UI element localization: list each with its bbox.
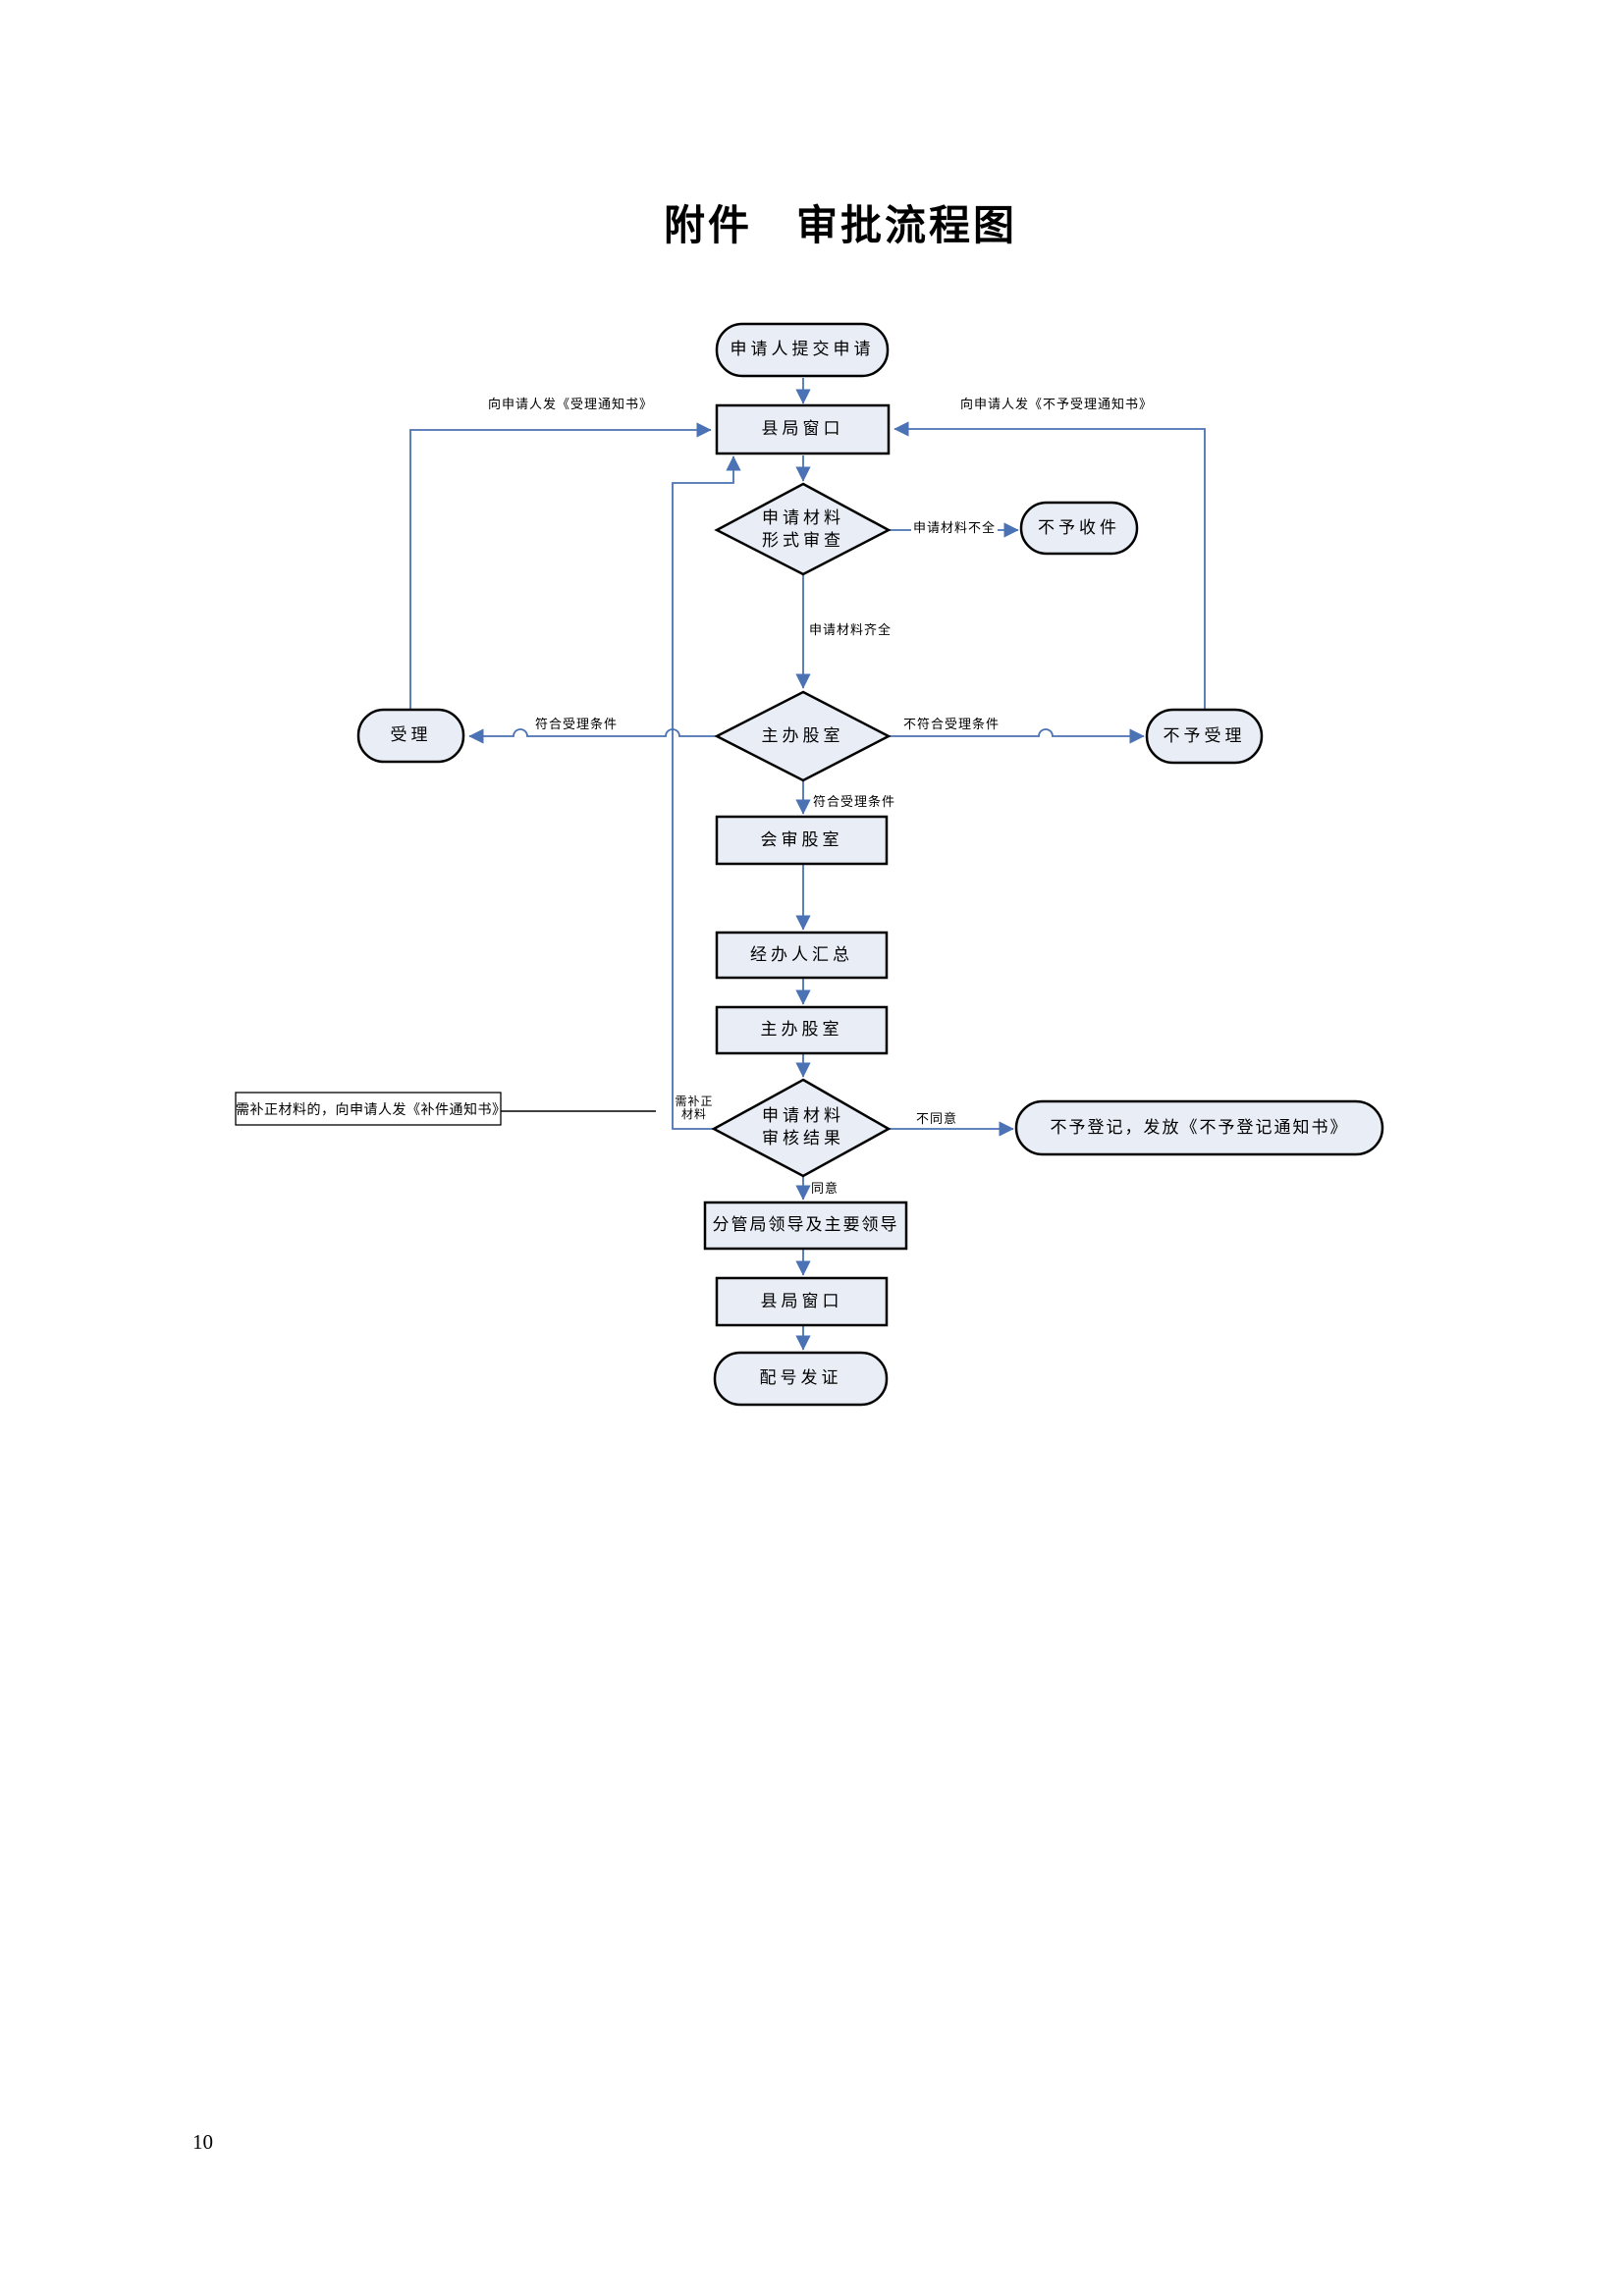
node-review-result-label: 申请材料 审核结果 bbox=[762, 1106, 844, 1148]
node-start bbox=[715, 322, 890, 378]
edge-check-to-accept bbox=[468, 728, 717, 744]
edge-noaccept-feedback bbox=[893, 421, 1206, 710]
node-issue-cert bbox=[713, 1351, 889, 1407]
edge-label-accept-notice: 向申请人发《受理通知书》 bbox=[488, 398, 654, 412]
node-accept-label: 受理 bbox=[390, 725, 432, 746]
edge-label-material-incomplete: 申请材料不全 bbox=[911, 521, 999, 537]
node-county-window-bottom bbox=[715, 1276, 889, 1327]
edge-supplement-feedback bbox=[672, 455, 741, 1130]
node-no-register-label: 不予登记，发放《不予登记通知书》 bbox=[1050, 1117, 1349, 1138]
page-title: 附件 审批流程图 bbox=[664, 201, 1018, 249]
edge-accept-feedback bbox=[409, 422, 712, 710]
node-accept bbox=[356, 708, 465, 764]
node-joint-review bbox=[715, 815, 889, 866]
node-main-office bbox=[715, 1005, 889, 1055]
node-county-window-bottom-label: 县局窗口 bbox=[760, 1291, 843, 1311]
node-no-receive-label: 不予收件 bbox=[1038, 517, 1120, 538]
node-county-window-top-label: 县局窗口 bbox=[761, 419, 844, 440]
node-joint-review-label: 会审股室 bbox=[760, 829, 843, 850]
node-main-office-label: 主办股室 bbox=[760, 1020, 843, 1041]
node-no-receive bbox=[1019, 501, 1139, 556]
edge-label-material-complete: 申请材料齐全 bbox=[807, 623, 894, 639]
node-leaders-label: 分管局领导及主要领导 bbox=[712, 1215, 899, 1236]
node-start-label: 申请人提交申请 bbox=[730, 340, 875, 360]
node-leaders bbox=[703, 1201, 908, 1251]
edge-label-meet-condition2: 符合受理条件 bbox=[813, 795, 896, 810]
node-handler-summary-label: 经办人汇总 bbox=[750, 944, 853, 965]
node-main-office-check bbox=[714, 690, 892, 782]
node-form-check bbox=[714, 482, 892, 576]
edge-label-meet-condition: 符合受理条件 bbox=[535, 718, 619, 732]
edge-label-reject-notice: 向申请人发《不予受理通知书》 bbox=[960, 398, 1154, 412]
node-supplement-note-box bbox=[235, 1092, 502, 1126]
node-no-accept-label: 不予受理 bbox=[1163, 725, 1246, 746]
node-issue-cert-label: 配号发证 bbox=[759, 1368, 842, 1389]
node-main-office-check-label: 主办股室 bbox=[761, 725, 844, 746]
edge-label-not-meet-condition: 不符合受理条件 bbox=[903, 718, 1001, 732]
edge-label-disagree: 不同意 bbox=[916, 1112, 958, 1127]
page-number: 10 bbox=[192, 2130, 213, 2154]
node-handler-summary bbox=[715, 931, 889, 980]
node-no-accept bbox=[1145, 708, 1264, 765]
node-supplement-note-label: 需补正材料的，向申请人发《补件通知书》 bbox=[236, 1101, 507, 1118]
node-county-window-top bbox=[715, 403, 891, 455]
edge-check-to-noaccept bbox=[889, 728, 1145, 744]
edge-label-agree: 同意 bbox=[811, 1182, 839, 1197]
node-review-result bbox=[711, 1078, 892, 1178]
node-no-register bbox=[1014, 1099, 1384, 1156]
node-form-check-label: 申请材料 形式审查 bbox=[762, 508, 844, 551]
edge-label-need-supplement: 需补正 材料 bbox=[675, 1095, 714, 1122]
